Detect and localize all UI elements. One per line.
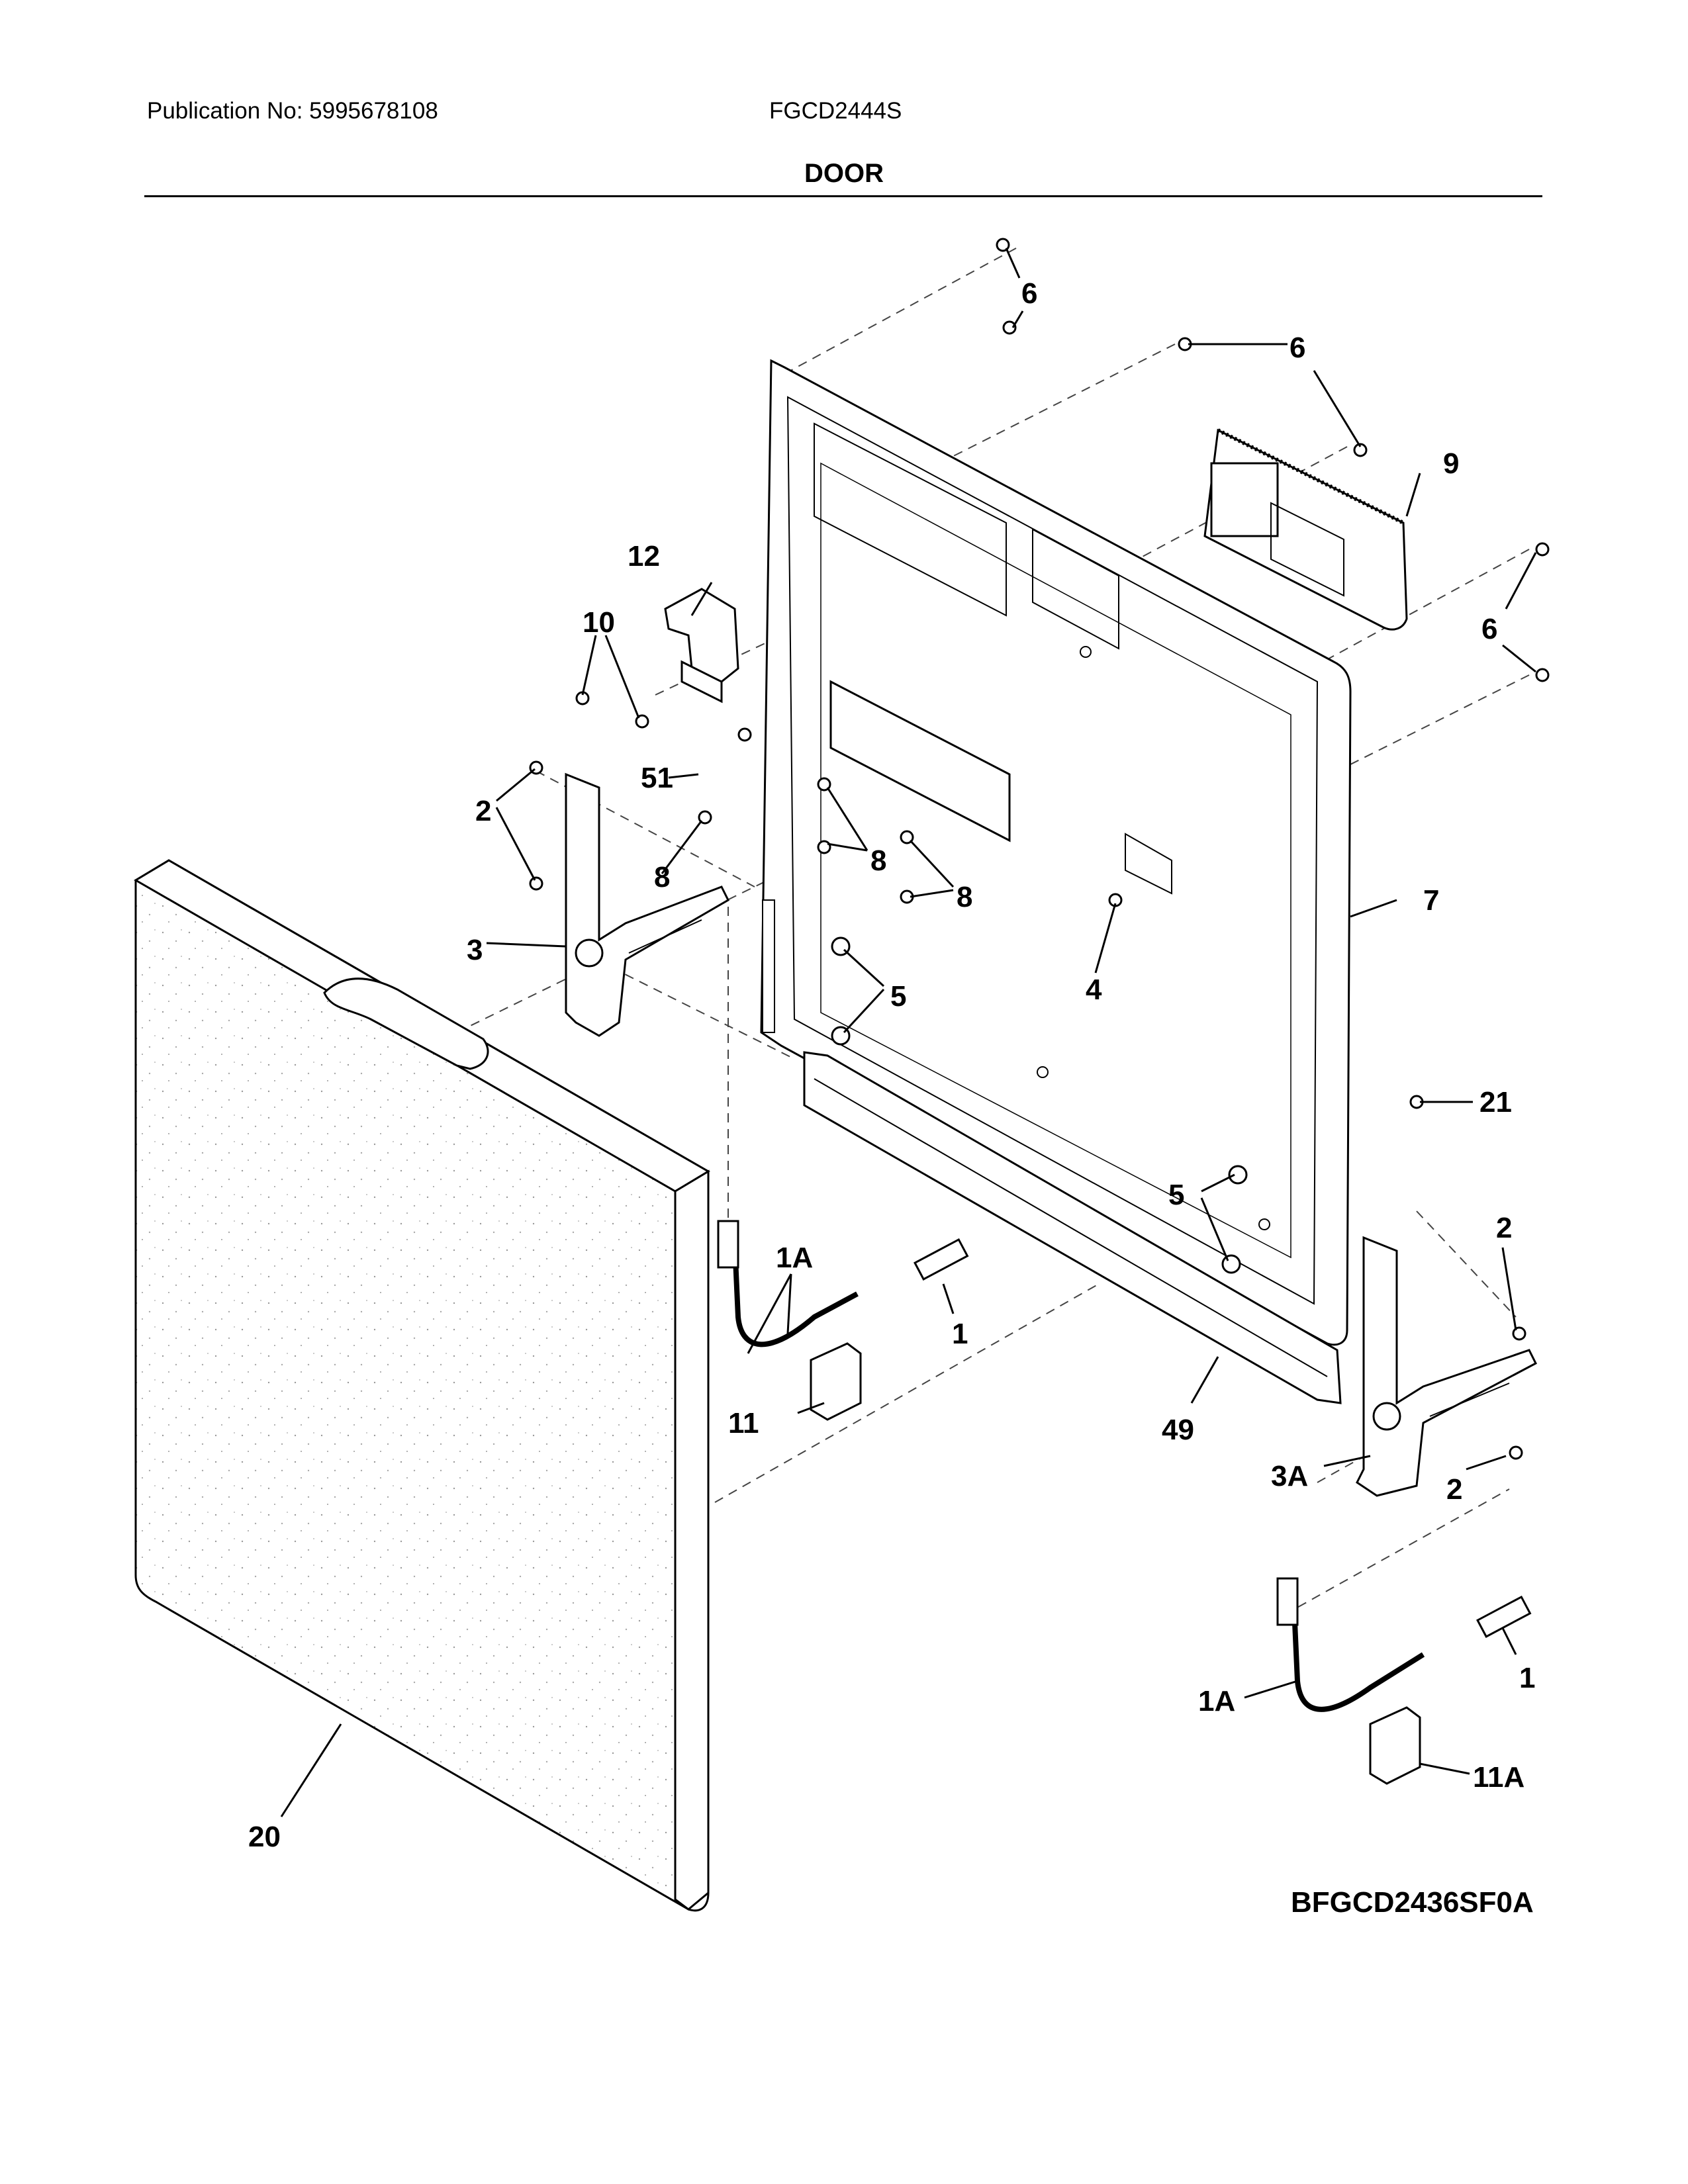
callout-21: 21: [1479, 1086, 1512, 1118]
inner-door-panel: [760, 359, 1352, 1346]
outer-door-panel: [134, 859, 710, 1912]
callout-labels: 6 6 9 6 12 10 51 2 8 8 8 3 7 5 4 21 5 2 …: [248, 277, 1535, 1853]
fasteners: [529, 238, 1550, 1460]
callout-49: 49: [1162, 1414, 1194, 1446]
callout-3: 3: [467, 934, 483, 966]
callout-1a-left: 1A: [776, 1242, 813, 1274]
hinge-brackets: [810, 1342, 1421, 1785]
door-cables: [717, 1220, 1425, 1712]
callout-8-a: 8: [654, 861, 670, 893]
springs: [914, 1238, 1532, 1638]
callout-1-right: 1: [1519, 1662, 1535, 1694]
callout-6-right: 6: [1481, 613, 1497, 645]
callout-2-lower: 2: [1446, 1473, 1462, 1506]
callout-1a-right: 1A: [1198, 1685, 1235, 1717]
callout-51: 51: [641, 762, 673, 794]
callout-7: 7: [1423, 884, 1439, 917]
section-title: DOOR: [804, 159, 884, 188]
callout-12: 12: [628, 540, 660, 572]
callout-8-b: 8: [870, 844, 886, 877]
callout-4: 4: [1086, 974, 1102, 1006]
callout-2-right: 2: [1496, 1212, 1512, 1244]
door-latch: [664, 588, 739, 704]
callout-11a: 11A: [1473, 1761, 1524, 1794]
callout-20: 20: [248, 1821, 281, 1853]
header-rule: [144, 195, 1542, 197]
callout-5-upper: 5: [890, 980, 906, 1013]
callout-2-left: 2: [475, 795, 491, 827]
left-hinge: [565, 772, 729, 1037]
callout-9: 9: [1443, 447, 1459, 480]
callout-3a: 3A: [1271, 1460, 1308, 1492]
callout-6-top: 6: [1021, 277, 1037, 310]
model-number: FGCD2444S: [769, 98, 902, 124]
diagram-code: BFGCD2436SF0A: [1291, 1886, 1534, 1919]
callout-1-left: 1: [952, 1318, 968, 1350]
control-module: [1203, 428, 1408, 631]
callout-10: 10: [583, 606, 615, 639]
leader-lines: [280, 248, 1537, 1817]
publication-number: Publication No: 5995678108: [147, 98, 438, 124]
right-hinge: [1356, 1236, 1537, 1497]
callout-6-mid: 6: [1289, 332, 1305, 364]
callout-5-lower: 5: [1168, 1179, 1184, 1211]
bottom-rail: [803, 1051, 1342, 1404]
callout-8-c: 8: [957, 881, 972, 913]
callout-11: 11: [728, 1407, 759, 1439]
